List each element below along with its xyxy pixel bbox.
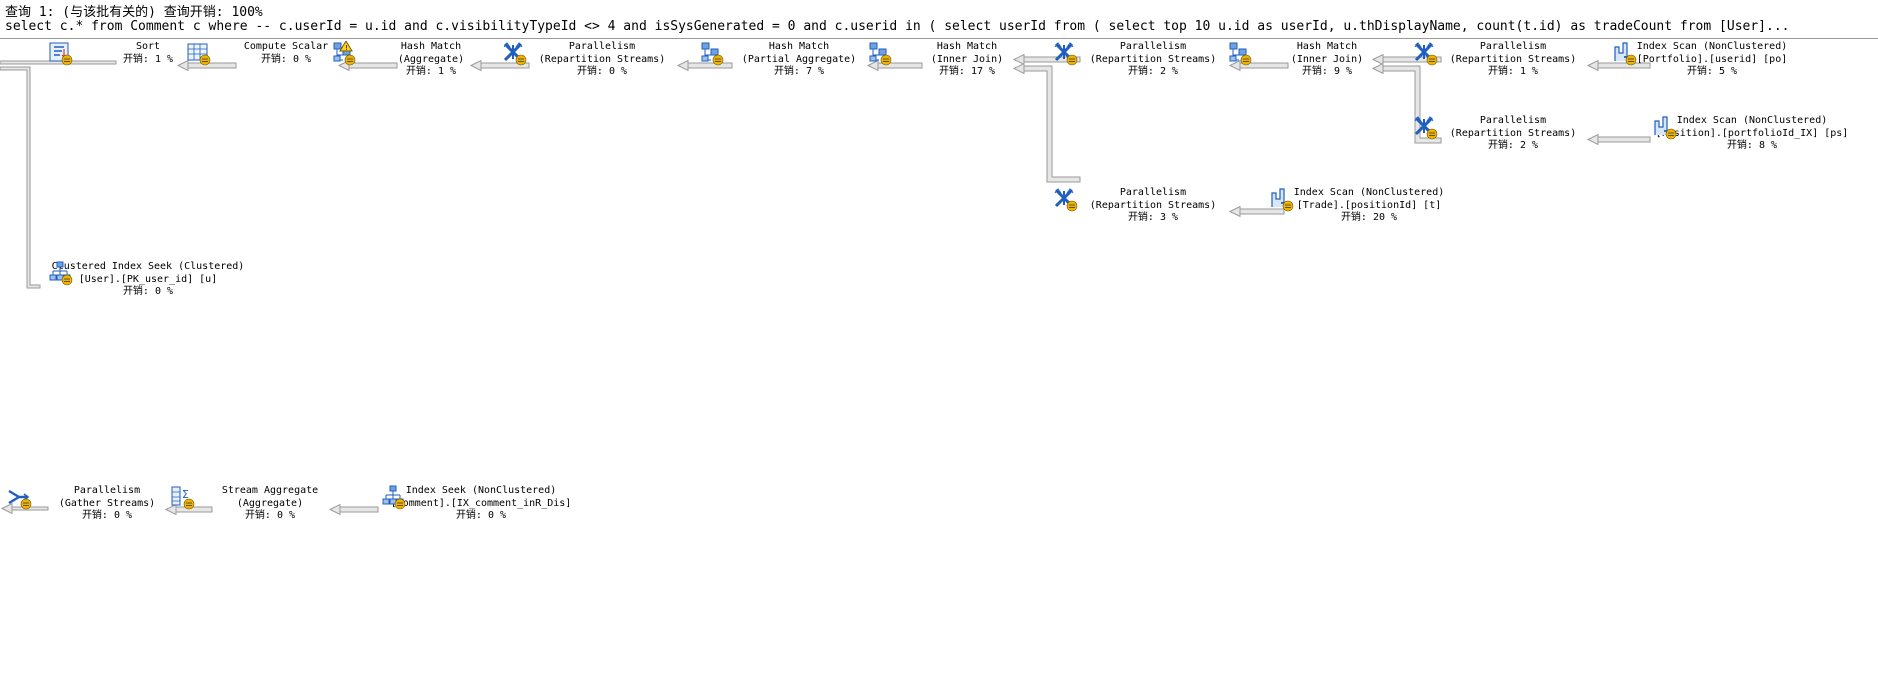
plan-node-cost: 开销: 2 % [1487, 140, 1539, 151]
edge-arrow [470, 60, 530, 71]
plan-node-detail: [Comment].[IX_comment_inR_Dis] [390, 497, 572, 509]
query-sql-text[interactable]: select c.* from Comment c where -- c.use… [5, 19, 1790, 34]
edge-elbow [1013, 63, 1081, 183]
plan-node-operator: Compute Scalar [243, 41, 329, 52]
plan-node-index-scan-trade[interactable]: Index Scan (NonClustered)[Trade].[positi… [1269, 187, 1469, 225]
plan-node-cost: 开销: 0 % [81, 510, 133, 521]
plan-node-parallelism-3[interactable]: Parallelism(Repartition Streams)开销: 1 % [1413, 41, 1613, 79]
plan-node-operator: Parallelism [1119, 41, 1187, 52]
plan-node-parallelism-gather[interactable]: Parallelism(Gather Streams)开销: 0 % [7, 485, 207, 523]
plan-node-index-scan-position[interactable]: Index Scan (NonClustered)[Position].[por… [1652, 115, 1852, 153]
edge-arrow [1013, 54, 1081, 65]
plan-node-operator: Index Scan (NonClustered) [1293, 187, 1445, 198]
plan-node-operator: Parallelism [1119, 187, 1187, 198]
plan-node-detail: (Aggregate) [236, 497, 304, 509]
edge-arrow [165, 504, 213, 515]
plan-node-operator: Hash Match [768, 41, 830, 52]
plan-node-cost: 开销: 7 % [773, 66, 825, 77]
plan-node-detail: (Inner Join) [1290, 53, 1364, 65]
plan-node-cost: 开销: 0 % [260, 53, 312, 65]
edge-arrow [177, 60, 237, 71]
plan-node-detail: (Gather Streams) [58, 497, 156, 509]
plan-node-parallelism-5[interactable]: Parallelism(Repartition Streams)开销: 3 % [1053, 187, 1253, 225]
edge-arrow [338, 60, 398, 71]
plan-node-cost: 开销: 1 % [122, 53, 174, 65]
query-cost-title: 查询 1: (与该批有关的) 查询开销: 100% [5, 5, 263, 20]
plan-node-detail: (Repartition Streams) [1089, 199, 1217, 211]
edge-arrow [1587, 134, 1651, 145]
plan-node-cost: 开销: 1 % [1487, 66, 1539, 77]
plan-node-hash-match-join-1[interactable]: Hash Match(Inner Join)开销: 17 % [867, 41, 1067, 79]
plan-node-detail: [User].[PK_user_id] [u] [78, 273, 218, 285]
plan-node-cost: 开销: 17 % [938, 66, 996, 77]
plan-node-operator: Index Scan (NonClustered) [1676, 115, 1828, 126]
plan-node-operator: Hash Match [400, 41, 462, 52]
plan-node-detail: (Repartition Streams) [1449, 127, 1577, 139]
plan-node-detail: (Inner Join) [930, 53, 1004, 65]
plan-node-cost: 开销: 0 % [576, 66, 628, 77]
plan-node-cost: 开销: 0 % [244, 510, 296, 521]
plan-node-parallelism-4[interactable]: Parallelism(Repartition Streams)开销: 2 % [1413, 115, 1613, 153]
plan-node-operator: Clustered Index Seek (Clustered) [51, 261, 245, 272]
plan-node-operator: Parallelism [568, 41, 636, 52]
edge-arrow [677, 60, 733, 71]
plan-node-detail: [Position].[portfolioId_IX] [ps] [1655, 127, 1849, 139]
edge-arrow [329, 504, 379, 515]
edge-elbow [1372, 63, 1442, 144]
plan-node-operator: Index Scan (NonClustered) [1636, 41, 1788, 52]
plan-node-detail: (Repartition Streams) [1449, 53, 1577, 65]
plan-edges [0, 54, 1651, 515]
plan-node-clustered-index-seek-user[interactable]: Clustered Index Seek (Clustered)[User].[… [48, 261, 248, 299]
plan-node-operator: Stream Aggregate [221, 485, 319, 496]
plan-node-operator: Parallelism [1479, 41, 1547, 52]
edge-arrow [1229, 206, 1285, 217]
svg-text:Σ: Σ [182, 488, 189, 501]
svg-text:!: ! [345, 44, 348, 52]
query-header: 查询 1: (与该批有关的) 查询开销: 100% select c.* fro… [0, 0, 1878, 39]
plan-node-detail: [Trade].[positionId] [t] [1296, 199, 1442, 211]
plan-node-operator: Index Seek (NonClustered) [405, 485, 557, 496]
plan-node-cost: 开销: 2 % [1127, 66, 1179, 77]
plan-node-detail: (Repartition Streams) [538, 53, 666, 65]
plan-node-cost: 开销: 5 % [1686, 66, 1738, 77]
plan-node-operator: Hash Match [936, 41, 998, 52]
plan-node-operator: Sort [135, 41, 161, 52]
edge-arrow [1229, 60, 1289, 71]
plan-node-detail: (Aggregate) [397, 53, 465, 65]
plan-node-cost: 开销: 3 % [1127, 212, 1179, 223]
plan-node-operator: Hash Match [1296, 41, 1358, 52]
plan-node-index-seek-comment[interactable]: Index Seek (NonClustered)[Comment].[IX_c… [381, 485, 581, 523]
plan-node-hash-match-aggregate[interactable]: ! Hash Match(Aggregate)开销: 1 % [331, 41, 531, 79]
plan-node-parallelism-2[interactable]: Parallelism(Repartition Streams)开销: 2 % [1053, 41, 1253, 79]
plan-node-cost: 开销: 1 % [405, 66, 457, 77]
edge-arrow [867, 60, 923, 71]
edge-arrow [1587, 60, 1651, 71]
plan-node-operator: Parallelism [73, 485, 141, 496]
plan-node-index-scan-portfolio[interactable]: Index Scan (NonClustered)[Portfolio].[us… [1612, 41, 1812, 79]
plan-node-parallelism-1[interactable]: Parallelism(Repartition Streams)开销: 0 % [502, 41, 702, 79]
plan-node-cost: 开销: 0 % [122, 286, 174, 297]
plan-node-stream-aggregate[interactable]: Σ Stream Aggregate(Aggregate)开销: 0 % [170, 485, 370, 523]
plan-node-detail: (Repartition Streams) [1089, 53, 1217, 65]
plan-node-hash-match-partial[interactable]: Hash Match(Partial Aggregate)开销: 7 % [699, 41, 899, 79]
edge-elbow [0, 66, 41, 289]
plan-node-cost: 开销: 8 % [1726, 140, 1778, 151]
plan-node-operator: Parallelism [1479, 115, 1547, 126]
plan-node-detail: [Portfolio].[userid] [po] [1636, 53, 1788, 65]
plan-node-hash-match-join-2[interactable]: Hash Match(Inner Join)开销: 9 % [1227, 41, 1427, 79]
plan-node-cost: 开销: 9 % [1301, 66, 1353, 77]
plan-node-cost: 开销: 20 % [1340, 212, 1398, 223]
edge-arrow [1372, 54, 1442, 65]
plan-node-detail: (Partial Aggregate) [741, 53, 857, 65]
plan-node-cost: 开销: 0 % [455, 510, 507, 521]
